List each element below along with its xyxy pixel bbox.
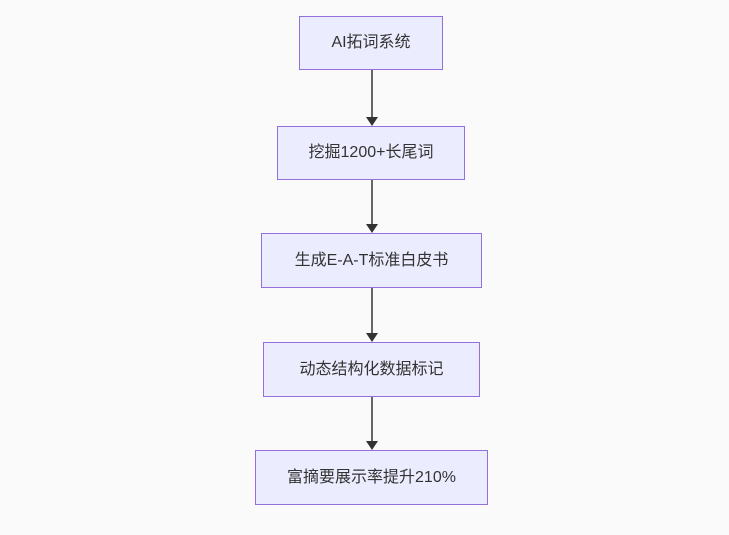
flow-edge-2 [364, 180, 379, 233]
flow-edge-1 [364, 70, 379, 126]
arrow-down-icon [365, 441, 378, 450]
flow-edge-3 [364, 288, 379, 342]
flow-node-eat-whitepaper: 生成E-A-T标准白皮书 [261, 233, 482, 288]
arrow-down-icon [365, 333, 378, 342]
arrow-down-icon [365, 224, 378, 233]
flow-node-longtail-mining: 挖掘1200+长尾词 [277, 126, 465, 180]
flow-node-ai-keyword-system: AI拓词系统 [299, 16, 443, 70]
flow-node-label: 挖掘1200+长尾词 [308, 144, 434, 162]
arrow-line [370, 397, 373, 445]
arrow-line [370, 288, 373, 337]
flow-edge-4 [364, 397, 379, 450]
flow-node-structured-data-markup: 动态结构化数据标记 [263, 342, 480, 397]
arrow-line [370, 180, 373, 228]
flow-node-label: 动态结构化数据标记 [299, 360, 444, 378]
arrow-line [370, 70, 373, 121]
flow-node-label: AI拓词系统 [331, 34, 411, 52]
flow-node-label: 生成E-A-T标准白皮书 [294, 251, 449, 269]
flow-node-rich-snippet-result: 富摘要展示率提升210% [255, 450, 488, 505]
arrow-down-icon [365, 117, 378, 126]
flow-node-label: 富摘要展示率提升210% [287, 468, 456, 486]
